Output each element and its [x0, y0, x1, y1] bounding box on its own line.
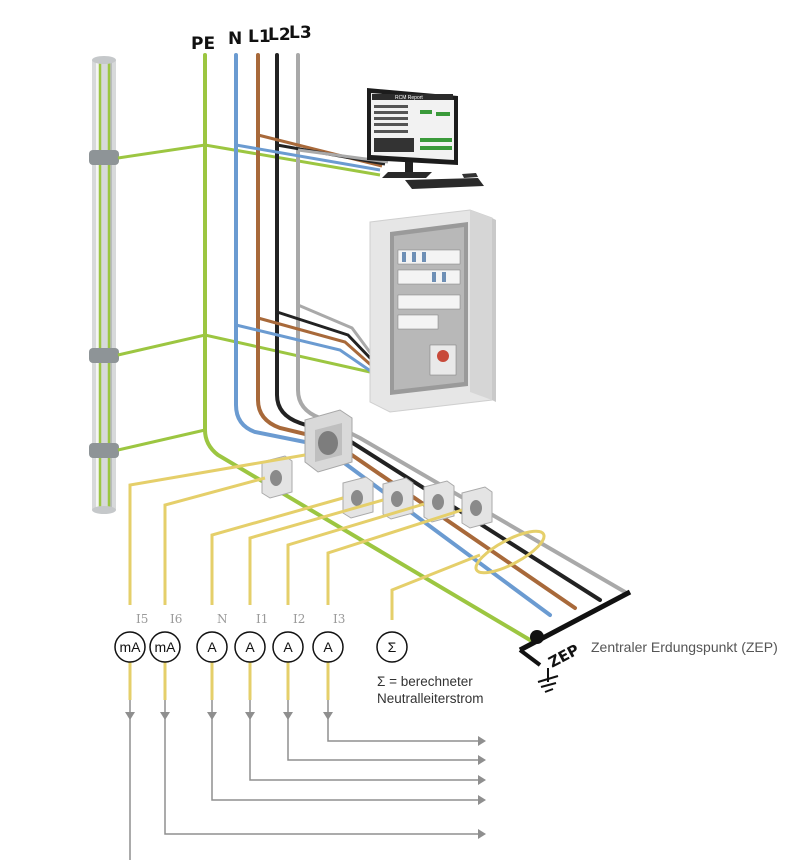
zep-description: Zentraler Erdungspunkt (ZEP) [591, 639, 778, 655]
label-n: N [228, 29, 242, 49]
ct-large [304, 409, 353, 473]
ct-phase-4 [461, 486, 493, 529]
ct-phase-3 [423, 480, 455, 523]
label-l2: L2 [268, 25, 291, 45]
channel-label-i1: I1 [256, 612, 268, 626]
meter-i6: mA [149, 631, 181, 663]
svg-text:A: A [207, 639, 217, 655]
monitor-title: RCM Report [395, 95, 423, 101]
ct-phase-1 [342, 476, 374, 519]
channel-label-i6: I6 [170, 612, 182, 626]
meter-i2: A [272, 631, 304, 663]
pe-branches [117, 143, 381, 452]
meter-i1: A [234, 631, 266, 663]
svg-text:A: A [323, 639, 333, 655]
output-arrows [129, 700, 478, 860]
label-l1: L1 [248, 27, 271, 47]
sum-note-line1: Σ = berechneter [377, 674, 473, 689]
signal-wires-lower [128, 662, 330, 700]
channel-label-n: N [217, 612, 228, 626]
meter-sum: Σ [376, 631, 408, 663]
meter-n: A [196, 631, 228, 663]
summation-loop [474, 529, 546, 575]
channel-label-i2: I2 [293, 612, 305, 626]
zep-busbar [518, 589, 632, 693]
meter-i3: A [312, 631, 344, 663]
label-l3: L3 [289, 23, 312, 43]
conductor-risers [203, 53, 627, 642]
svg-text:A: A [245, 639, 255, 655]
earthing-pipe [89, 56, 119, 514]
svg-text:mA: mA [155, 639, 177, 655]
svg-text:A: A [283, 639, 293, 655]
zep-label: ZEP [545, 641, 582, 672]
channel-label-i3: I3 [333, 612, 345, 626]
meter-i5: mA [114, 631, 146, 663]
cabinet-feed [235, 303, 374, 374]
channel-label-i5: I5 [136, 612, 148, 626]
arrow-heads [125, 712, 486, 839]
signal-wires [128, 453, 481, 620]
label-pe: PE [191, 34, 215, 54]
monitor-workstation: RCM Report [367, 88, 484, 189]
distribution-cabinet [369, 209, 496, 413]
sum-note-line2: Neutralleiterstrom [377, 691, 484, 706]
svg-text:mA: mA [120, 639, 142, 655]
ct-pe [261, 455, 293, 499]
svg-text:Σ: Σ [388, 639, 397, 655]
